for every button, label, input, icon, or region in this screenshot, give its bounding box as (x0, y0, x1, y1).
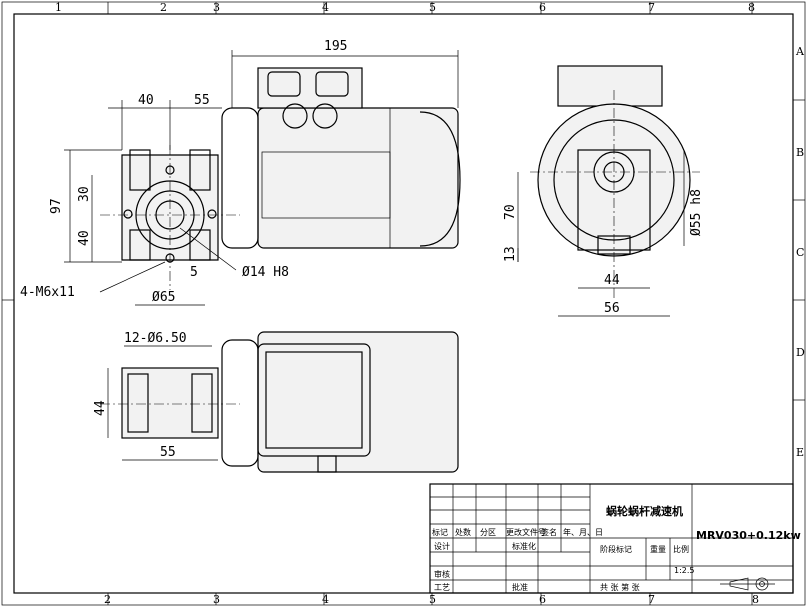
dim-label: 44 (604, 273, 620, 288)
side-view-dimensions: 70 13 44 56 Ø55 h8 (503, 150, 704, 317)
dim-label: 30 (77, 186, 92, 202)
column-labels-bottom: 2 3 4 5 6 7 8 (104, 593, 759, 606)
sheets-label: 共 张 第 张 (600, 582, 640, 592)
col-label: 2 (160, 1, 167, 14)
row-label: E (796, 446, 804, 459)
dim-label: Ø65 (152, 290, 175, 305)
row-labels: A B C D E (795, 45, 805, 459)
front-view (100, 67, 461, 290)
dim-label: Ø55 h8 (689, 189, 704, 236)
row-label: D (796, 346, 805, 359)
header-cell: 处数 (455, 527, 471, 537)
title-block: 蜗轮蜗杆减速机 MRV030+0.12kw 标记 处数 分区 更改文件号 签名 … (429, 483, 801, 594)
col-label: 4 (322, 593, 329, 606)
row-label: B (796, 146, 804, 159)
top-view-dimensions: 12-Ø6.50 44 55 (93, 331, 218, 461)
col-label: 3 (213, 593, 220, 606)
projection-symbol-icon (720, 577, 775, 591)
col-label: 5 (429, 593, 436, 606)
dim-label: 12-Ø6.50 (124, 331, 187, 346)
header-cell: 年、月、日 (563, 527, 603, 537)
terminal-box (257, 67, 363, 109)
side-terminal-box (557, 65, 663, 107)
dim-label: 5 (190, 265, 198, 280)
dim-label: 13 (503, 246, 518, 262)
header-cell: 签名 (541, 527, 557, 537)
row-label: A (795, 45, 805, 58)
dim-label: 44 (93, 400, 108, 416)
col-label: 7 (648, 1, 655, 14)
process-label: 工艺 (434, 583, 450, 592)
standardize-label: 标准化 (512, 541, 536, 551)
product-name: 蜗轮蜗杆减速机 (606, 504, 683, 518)
dim-label: Ø14 H8 (242, 265, 289, 280)
dim-label: 55 (160, 445, 176, 460)
stage-mark-label: 阶段标记 (600, 544, 632, 554)
col-label: 8 (748, 1, 755, 14)
col-label: 7 (648, 593, 655, 606)
header-cell: 分区 (480, 528, 496, 537)
approve-label: 批准 (512, 582, 528, 592)
col-label: 2 (104, 593, 111, 606)
scale-value: 1:2.5 (674, 566, 695, 575)
column-labels-top: 1 2 3 4 5 6 7 8 (55, 1, 755, 14)
col-label: 8 (752, 593, 759, 606)
dim-label: 70 (503, 204, 518, 220)
col-label: 6 (539, 1, 546, 14)
front-view-dimensions: 195 40 55 97 30 40 5 Ø14 H8 4-M6x11 Ø65 (20, 39, 459, 306)
dim-label: 55 (194, 93, 210, 108)
model-number: MRV030+0.12kw (696, 529, 801, 542)
side-view (530, 65, 700, 300)
top-view (100, 331, 459, 473)
dim-label: 195 (324, 39, 347, 54)
col-label: 3 (213, 1, 220, 14)
col-label: 6 (539, 593, 546, 606)
top-motor-body (257, 331, 459, 473)
header-cell: 更改文件号 (506, 527, 546, 537)
dim-label: 4-M6x11 (20, 285, 75, 300)
motor-flange (221, 107, 259, 249)
col-label: 1 (55, 1, 62, 14)
scale-label: 比例 (673, 544, 689, 554)
motor-body (257, 107, 459, 249)
dim-label: 56 (604, 301, 620, 316)
weight-label: 重量 (650, 544, 666, 554)
dim-label: 40 (77, 230, 92, 246)
row-label: C (796, 246, 804, 259)
col-label: 4 (322, 1, 329, 14)
col-label: 5 (429, 1, 436, 14)
header-cell: 标记 (432, 527, 448, 537)
review-label: 审核 (434, 569, 450, 579)
dim-label: 97 (49, 198, 64, 214)
dim-label: 40 (138, 93, 154, 108)
top-gearbox (121, 367, 219, 439)
design-label: 设计 (434, 541, 450, 551)
